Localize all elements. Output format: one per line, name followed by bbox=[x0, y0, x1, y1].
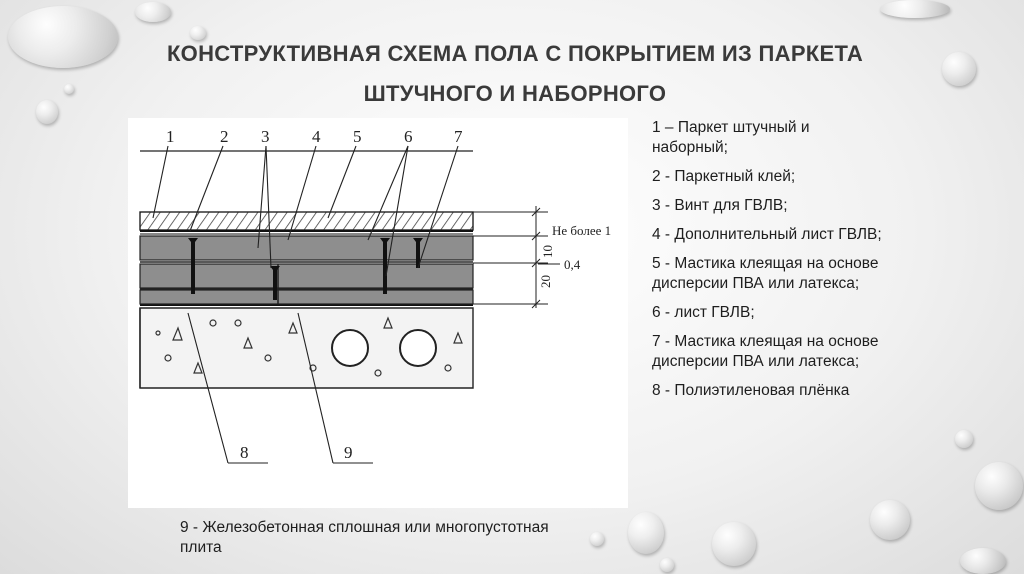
callout-7: 7 bbox=[454, 127, 463, 146]
callout-8: 8 bbox=[240, 443, 249, 462]
dimension-mid-label: 10 bbox=[540, 245, 555, 258]
water-drop bbox=[955, 430, 973, 448]
gvlv-screws bbox=[188, 238, 423, 300]
callout-4: 4 bbox=[312, 127, 321, 146]
water-drop bbox=[135, 2, 171, 22]
legend-item: 8 - Полиэтиленовая плёнка bbox=[652, 382, 850, 399]
callout-2: 2 bbox=[220, 127, 229, 146]
slide-title: КОНСТРУКТИВНАЯ СХЕМА ПОЛА С ПОКРЫТИЕМ ИЗ… bbox=[100, 34, 930, 114]
water-drop bbox=[36, 100, 58, 124]
slab-caption: 9 - Железобетонная сплошная или многопус… bbox=[180, 519, 549, 556]
callout-6: 6 bbox=[404, 127, 413, 146]
water-drop bbox=[960, 548, 1006, 574]
floor-construction-diagram: 1 2 3 4 5 6 7 8 9 Не более 1 10 0,4 20 bbox=[128, 118, 628, 508]
callout-1: 1 bbox=[166, 127, 175, 146]
callout-5: 5 bbox=[353, 127, 362, 146]
dimension-gap-label: 0,4 bbox=[564, 257, 581, 272]
dimension-top-label: Не более 1 bbox=[552, 223, 611, 238]
legend-item: 7 - Мастика клеящая на основе дисперсии … bbox=[652, 333, 879, 370]
legend-item: 4 - Дополнительный лист ГВЛВ; bbox=[652, 226, 882, 243]
legend-item: 6 - лист ГВЛВ; bbox=[652, 304, 755, 321]
legend-list: 1 – Паркет штучный и наборный; 2 - Парке… bbox=[652, 118, 882, 410]
water-drop bbox=[880, 0, 950, 18]
water-drop bbox=[590, 532, 604, 546]
legend-item: 3 - Винт для ГВЛВ; bbox=[652, 197, 788, 214]
water-drop bbox=[712, 522, 756, 566]
water-drop bbox=[942, 52, 976, 86]
callout-9: 9 bbox=[344, 443, 353, 462]
title-line-1: КОНСТРУКТИВНАЯ СХЕМА ПОЛА С ПОКРЫТИЕМ ИЗ… bbox=[166, 41, 864, 66]
callout-3: 3 bbox=[261, 127, 270, 146]
water-drop bbox=[628, 512, 664, 554]
water-drop bbox=[190, 26, 206, 40]
water-drop bbox=[870, 500, 910, 540]
dimension-bottom-label: 20 bbox=[538, 275, 553, 288]
water-drop bbox=[8, 6, 118, 68]
water-drop bbox=[64, 84, 74, 94]
title-line-2: ШТУЧНОГО И НАБОРНОГО bbox=[363, 81, 667, 106]
gvlv-sheets bbox=[139, 235, 474, 305]
legend-item: 2 - Паркетный клей; bbox=[652, 168, 796, 185]
legend-item: 5 - Мастика клеящая на основе дисперсии … bbox=[652, 255, 879, 292]
legend-item: 1 – Паркет штучный и наборный; bbox=[652, 119, 810, 156]
water-drop bbox=[660, 558, 674, 572]
parquet-layer bbox=[139, 211, 474, 235]
water-drop bbox=[975, 462, 1023, 510]
